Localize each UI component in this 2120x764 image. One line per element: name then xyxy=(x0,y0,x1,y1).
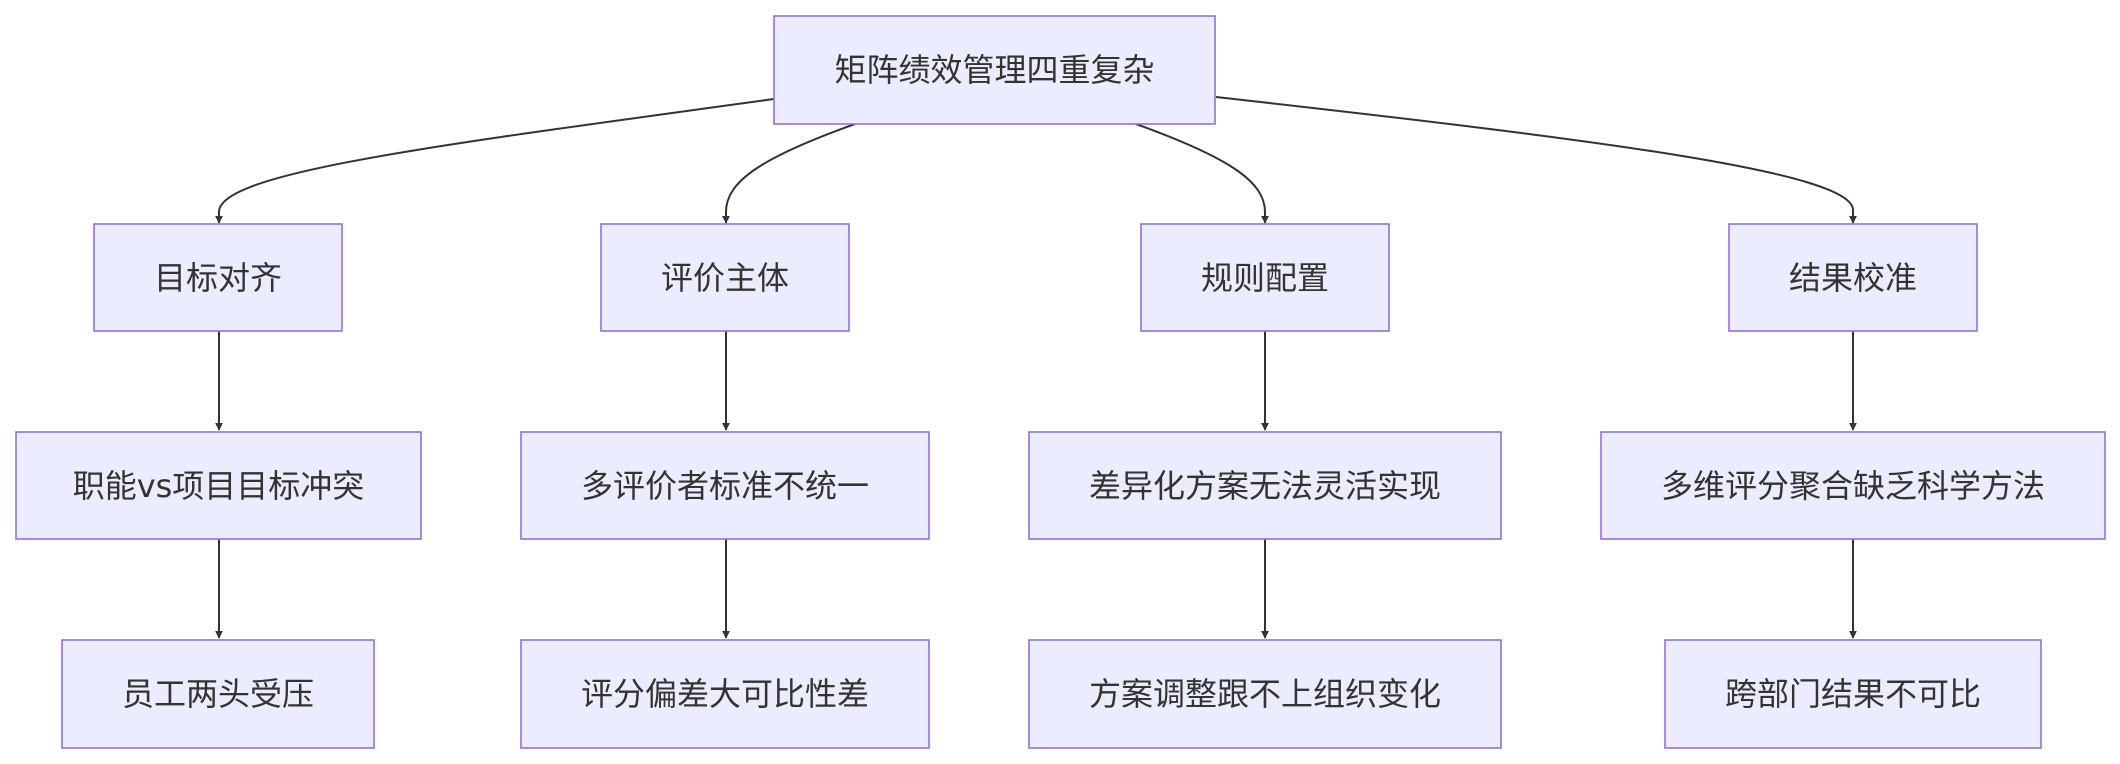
node-target-result[interactable]: 员工两头受压 xyxy=(61,639,375,749)
node-rules-label: 规则配置 xyxy=(1201,259,1329,297)
node-target[interactable]: 目标对齐 xyxy=(93,223,343,332)
edges xyxy=(215,96,1857,639)
node-rules-issue-label: 差异化方案无法灵活实现 xyxy=(1089,467,1441,505)
node-calibration-result-label: 跨部门结果不可比 xyxy=(1725,675,1981,713)
node-calibration-issue[interactable]: 多维评分聚合缺乏科学方法 xyxy=(1600,431,2106,540)
node-evaluator[interactable]: 评价主体 xyxy=(600,223,850,332)
node-rules[interactable]: 规则配置 xyxy=(1140,223,1390,332)
node-rules-issue[interactable]: 差异化方案无法灵活实现 xyxy=(1028,431,1502,540)
node-calibration-result[interactable]: 跨部门结果不可比 xyxy=(1664,639,2042,749)
node-evaluator-issue[interactable]: 多评价者标准不统一 xyxy=(520,431,930,540)
node-calibration[interactable]: 结果校准 xyxy=(1728,223,1978,332)
root-node[interactable]: 矩阵绩效管理四重复杂 xyxy=(773,15,1216,125)
node-evaluator-result[interactable]: 评分偏差大可比性差 xyxy=(520,639,930,749)
node-target-result-label: 员工两头受压 xyxy=(122,675,314,713)
node-evaluator-result-label: 评分偏差大可比性差 xyxy=(581,675,869,713)
node-target-label: 目标对齐 xyxy=(154,259,282,297)
edge-root-to-rules xyxy=(1135,123,1269,224)
edge-root-to-target xyxy=(215,98,775,224)
node-target-issue-label: 职能vs项目目标冲突 xyxy=(73,467,365,505)
node-target-issue[interactable]: 职能vs项目目标冲突 xyxy=(15,431,422,540)
node-evaluator-label: 评价主体 xyxy=(661,259,789,297)
edge-root-to-calibration xyxy=(1215,96,1857,224)
node-calibration-label: 结果校准 xyxy=(1789,259,1917,297)
node-rules-result-label: 方案调整跟不上组织变化 xyxy=(1089,675,1441,713)
root-node-label: 矩阵绩效管理四重复杂 xyxy=(834,51,1154,89)
node-calibration-issue-label: 多维评分聚合缺乏科学方法 xyxy=(1661,467,2045,505)
node-evaluator-issue-label: 多评价者标准不统一 xyxy=(581,467,869,505)
node-rules-result[interactable]: 方案调整跟不上组织变化 xyxy=(1028,639,1502,749)
edge-root-to-evaluator xyxy=(722,123,856,224)
